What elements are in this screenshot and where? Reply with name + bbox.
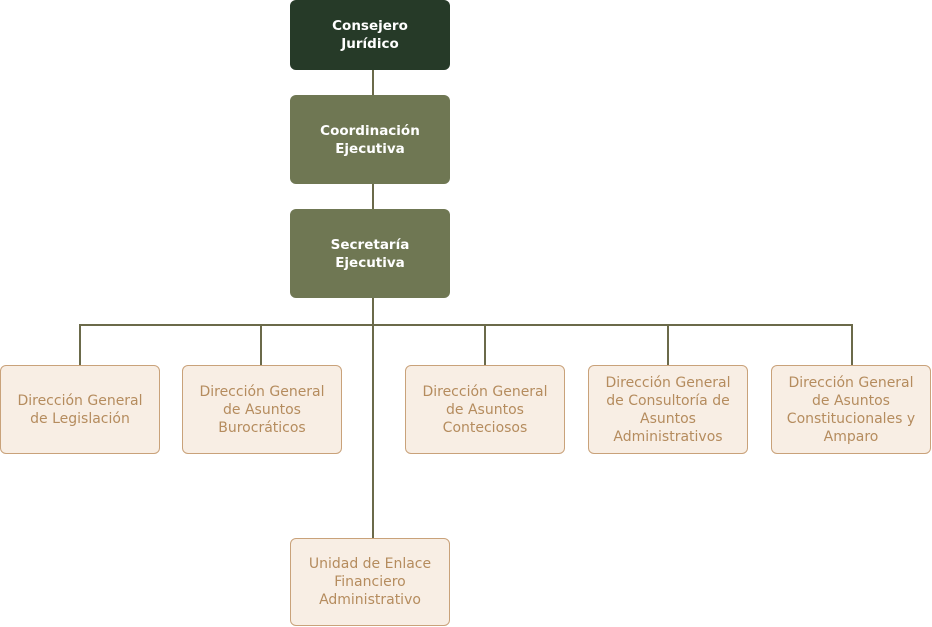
node-label: Dirección General de Consultoría de Asun… xyxy=(605,374,731,445)
connector-drop-burocraticos xyxy=(260,324,262,365)
connector-drop-legislacion xyxy=(79,324,81,365)
node-label: Dirección General de Asuntos Burocrático… xyxy=(199,383,325,436)
node-label: Dirección General de Asuntos Constitucio… xyxy=(786,374,916,445)
connector-coordinacion-secretaria xyxy=(372,184,374,209)
node-direccion-constitucionales-amparo: Dirección General de Asuntos Constitucio… xyxy=(771,365,931,454)
connector-drop-constitucionales xyxy=(851,324,853,365)
node-direccion-consultoria-administrativos: Dirección General de Consultoría de Asun… xyxy=(588,365,748,454)
node-direccion-asuntos-burocraticos: Dirección General de Asuntos Burocrático… xyxy=(182,365,342,454)
node-unidad-enlace-financiero: Unidad de Enlace Financiero Administrati… xyxy=(290,538,450,626)
connector-horizontal-bus xyxy=(79,324,853,326)
node-label: Secretaría Ejecutiva xyxy=(330,236,410,271)
node-direccion-legislacion: Dirección General de Legislación xyxy=(0,365,160,454)
connector-consejero-coordinacion xyxy=(372,70,374,95)
node-label: Dirección General de Legislación xyxy=(17,392,143,427)
node-consejero-juridico: Consejero Jurídico xyxy=(290,0,450,70)
connector-drop-consultoria xyxy=(667,324,669,365)
connector-drop-conteciosos xyxy=(484,324,486,365)
connector-secretaria-trunk xyxy=(372,298,374,538)
node-label: Unidad de Enlace Financiero Administrati… xyxy=(308,556,432,608)
node-label: Consejero Jurídico xyxy=(332,18,408,52)
node-label: Dirección General de Asuntos Conteciosos xyxy=(422,383,548,436)
node-direccion-asuntos-conteciosos: Dirección General de Asuntos Conteciosos xyxy=(405,365,565,454)
node-coordinacion-ejecutiva: Coordinación Ejecutiva xyxy=(290,95,450,184)
node-label: Coordinación Ejecutiva xyxy=(320,122,420,157)
node-secretaria-ejecutiva: Secretaría Ejecutiva xyxy=(290,209,450,298)
